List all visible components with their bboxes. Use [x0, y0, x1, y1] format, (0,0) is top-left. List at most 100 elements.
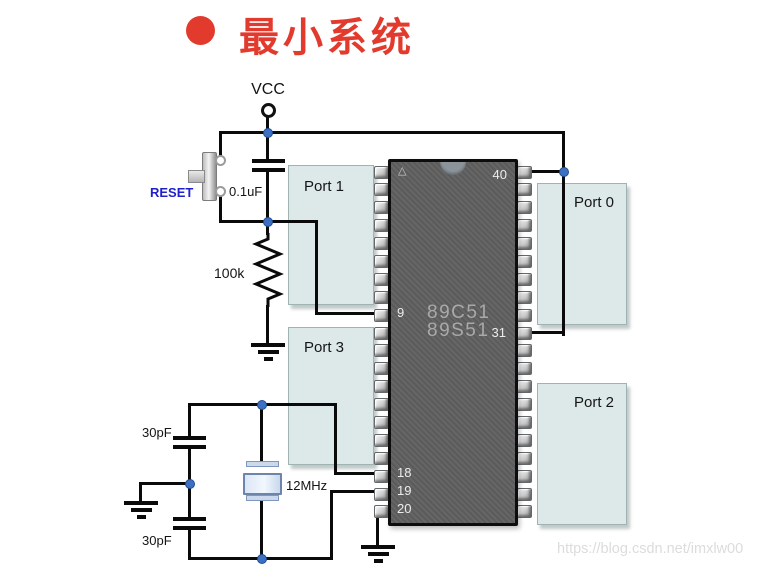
chip-pin [517, 434, 532, 447]
chip-pin [374, 398, 389, 411]
page-title: 最小系统 [239, 15, 415, 61]
port2-box: Port 2 [537, 383, 627, 525]
chip-pin [374, 309, 389, 322]
chip-pin [374, 327, 389, 340]
chip-pin [517, 452, 532, 465]
wire [334, 403, 337, 475]
reset-button-plunger [188, 170, 205, 183]
port1-label: Port 1 [304, 178, 345, 195]
pin1-marker-icon: △ [398, 164, 407, 177]
chip-pin [374, 183, 389, 196]
wire [188, 483, 191, 518]
port3-label: Port 3 [304, 339, 345, 356]
chip-pin [517, 398, 532, 411]
ground-icon [358, 545, 398, 563]
port1-box: Port 1 [288, 165, 374, 305]
chip-pin [517, 488, 532, 501]
pin40-label: 40 [492, 167, 507, 182]
wire-vcc-rail [219, 131, 565, 134]
cap-30pf-plate [173, 445, 206, 449]
wire [139, 482, 190, 485]
cap-30pf-bottom-label: 30pF [142, 533, 172, 548]
chip-pin [517, 219, 532, 232]
cap-0u1-label: 0.1uF [229, 184, 263, 199]
chip-pin [374, 344, 389, 357]
port3-box: Port 3 [288, 327, 374, 465]
chip-pins-right [517, 0, 532, 572]
pin31-label: 31 [491, 325, 506, 340]
wire [266, 131, 269, 161]
wire-to-pin18 [334, 472, 375, 475]
reset-button-terminal [215, 155, 226, 166]
wire [260, 501, 263, 559]
chip-pin [374, 505, 389, 518]
cap-30pf-plate [173, 436, 206, 440]
ground-icon [248, 343, 288, 361]
chip-pin [517, 237, 532, 250]
chip-pin [517, 166, 532, 179]
chip-pin [517, 416, 532, 429]
chip-pin [374, 470, 389, 483]
chip-pin [517, 273, 532, 286]
chip-pin [374, 273, 389, 286]
port0-box: Port 0 [537, 183, 627, 325]
cap-0u1-plate [252, 159, 285, 163]
chip-pin [374, 201, 389, 214]
crystal-plate [246, 495, 279, 501]
resistor-label: 100k [214, 265, 245, 281]
chip-pin [517, 505, 532, 518]
crystal-label: 12MHz [286, 478, 328, 493]
wire [188, 449, 191, 485]
wire [330, 490, 333, 560]
chip-pin [517, 291, 532, 304]
wire [219, 194, 222, 223]
reset-label: RESET [150, 185, 194, 200]
chip-pin [374, 237, 389, 250]
chip-pins-left [374, 0, 389, 572]
junction-dot [559, 167, 569, 177]
wire-pin31 [532, 331, 565, 334]
port0-label: Port 0 [574, 194, 615, 211]
pin20-label: 20 [397, 501, 412, 516]
chip-pin [517, 201, 532, 214]
wire [266, 305, 269, 343]
junction-dot [257, 554, 267, 564]
chip-pin [374, 362, 389, 375]
wire [315, 220, 318, 315]
pin9-label: 9 [397, 305, 405, 320]
wire [188, 530, 191, 559]
resistor-100k [252, 233, 284, 307]
cap-0u1-plate [252, 168, 285, 172]
wire-to-pin9 [315, 312, 375, 315]
chip-pin [374, 452, 389, 465]
reset-button-terminal [215, 186, 226, 197]
chip-name-line2: 89S51 [427, 320, 490, 341]
chip-pin [374, 434, 389, 447]
mcu-chip: △ 40 89C51 89S51 9 31 18 19 20 [388, 159, 518, 526]
crystal-12mhz [243, 473, 282, 495]
junction-dot [263, 128, 273, 138]
chip-pin [374, 488, 389, 501]
chip-pin [517, 309, 532, 322]
crystal-plate [246, 461, 279, 467]
cap-30pf-plate [173, 517, 206, 521]
wire-pin40 [532, 170, 565, 173]
chip-pin [374, 219, 389, 232]
junction-dot [185, 479, 195, 489]
vcc-label: VCC [251, 81, 285, 98]
chip-pin [517, 380, 532, 393]
junction-dot [257, 400, 267, 410]
chip-notch [440, 162, 466, 175]
pin19-label: 19 [397, 483, 412, 498]
chip-pin [517, 470, 532, 483]
chip-pin [517, 255, 532, 268]
chip-pin [517, 362, 532, 375]
wire-to-pin19 [330, 490, 375, 493]
wire [139, 482, 142, 501]
ground-icon [121, 501, 161, 519]
chip-pin [374, 416, 389, 429]
pin18-label: 18 [397, 465, 412, 480]
port2-label: Port 2 [574, 394, 615, 411]
cap-30pf-top-label: 30pF [142, 425, 172, 440]
